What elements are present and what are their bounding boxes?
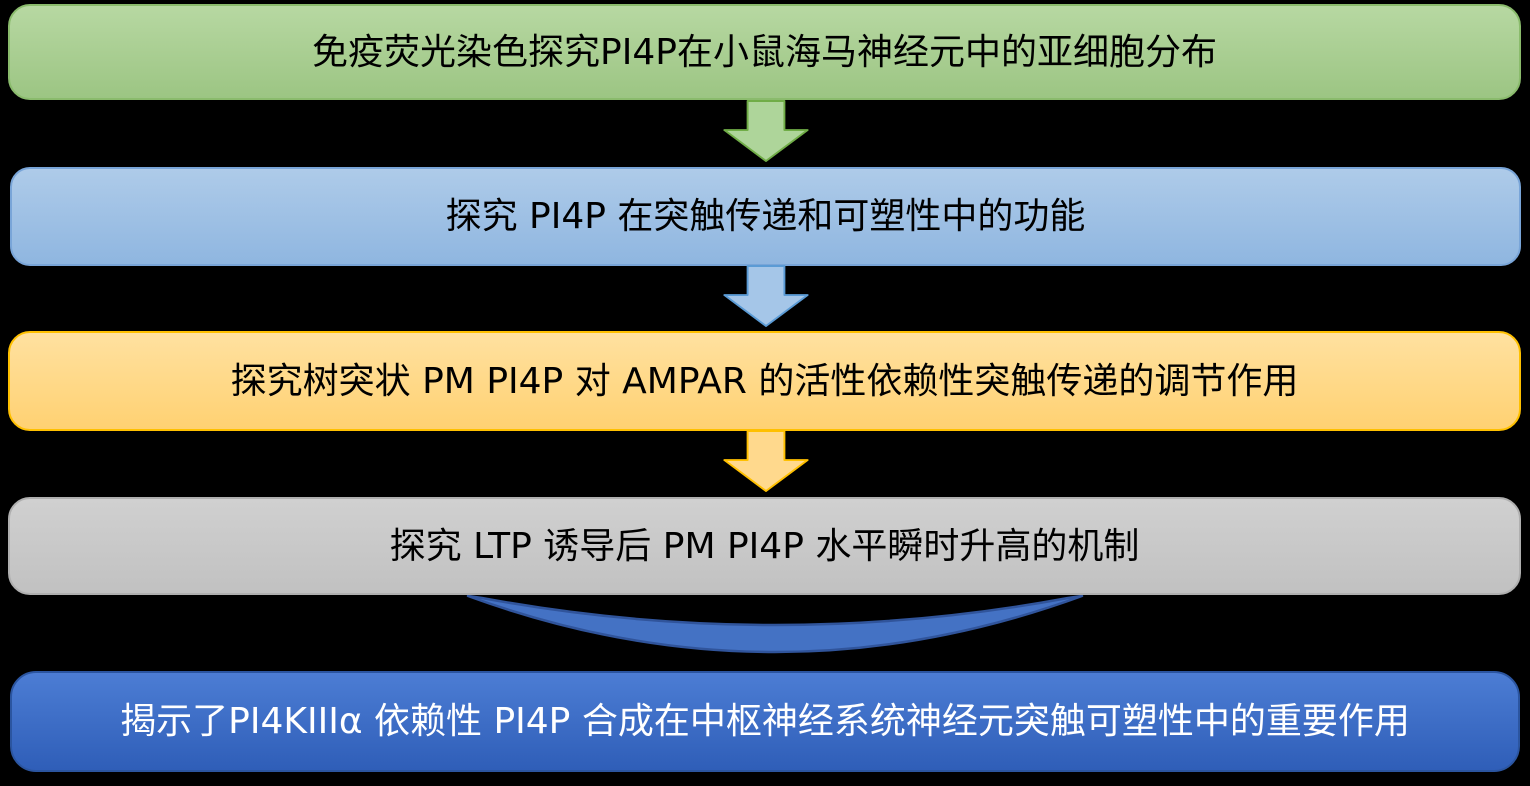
down-arrow-icon — [723, 430, 809, 492]
flow-step-5: 揭示了PI4KIIIα 依赖性 PI4P 合成在中枢神经系统神经元突触可塑性中的… — [10, 671, 1520, 772]
down-arrow-icon — [723, 265, 809, 327]
flow-step-4: 探究 LTP 诱导后 PM PI4P 水平瞬时升高的机制 — [8, 497, 1521, 595]
flow-step-2: 探究 PI4P 在突触传递和可塑性中的功能 — [10, 167, 1521, 266]
flow-step-2-label: 探究 PI4P 在突触传递和可塑性中的功能 — [445, 196, 1086, 237]
down-arrow-icon — [723, 100, 809, 162]
flow-step-1: 免疫荧光染色探究PI4P在小鼠海马神经元中的亚细胞分布 — [8, 4, 1521, 100]
flow-step-4-label: 探究 LTP 诱导后 PM PI4P 水平瞬时升高的机制 — [389, 525, 1140, 567]
flow-step-3-label: 探究树突状 PM PI4P 对 AMPAR 的活性依赖性突触传递的调节作用 — [230, 360, 1299, 402]
curved-arc-connector-icon — [466, 594, 1084, 654]
flow-step-5-label: 揭示了PI4KIIIα 依赖性 PI4P 合成在中枢神经系统神经元突触可塑性中的… — [120, 701, 1410, 742]
flow-step-3: 探究树突状 PM PI4P 对 AMPAR 的活性依赖性突触传递的调节作用 — [8, 331, 1521, 431]
flow-step-1-label: 免疫荧光染色探究PI4P在小鼠海马神经元中的亚细胞分布 — [312, 31, 1217, 73]
